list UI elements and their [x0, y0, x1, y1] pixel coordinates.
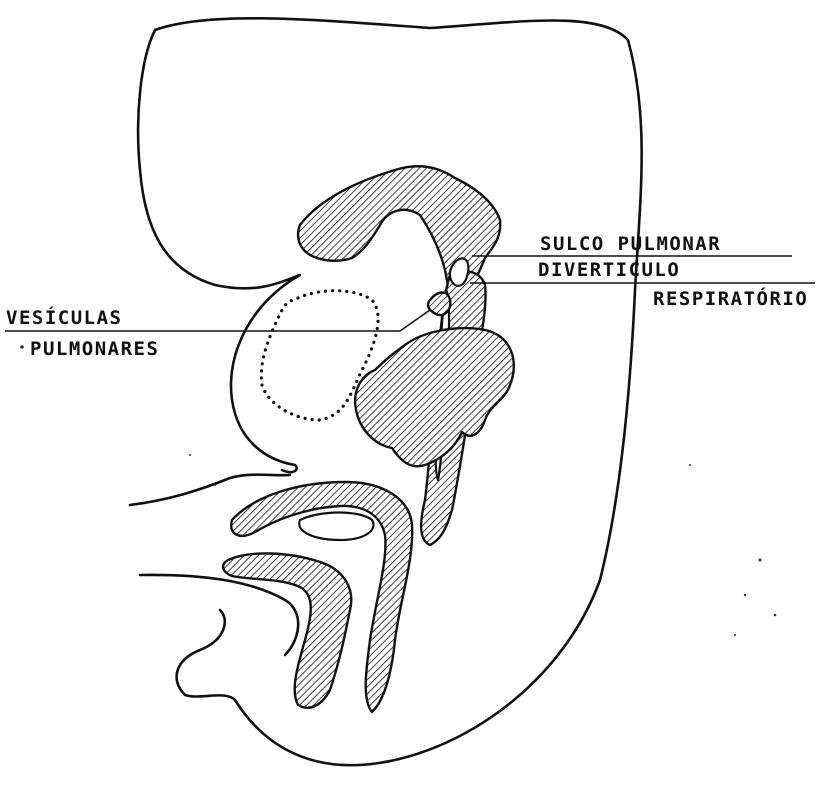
label-pulmonares: PULMONARES — [30, 338, 159, 360]
hindgut — [223, 553, 351, 707]
lung-bud — [428, 293, 450, 316]
label-diverticulo: DIVERTICULO — [538, 259, 680, 281]
head-contour — [138, 30, 300, 472]
label-vesiculas: VESÍCULAS — [6, 306, 122, 329]
label-sulco-pulmonar: SULCO PULMONAR — [540, 233, 721, 255]
intestinal-lumen — [299, 513, 373, 541]
cardiac-mass — [355, 328, 514, 466]
label-respiratorio: RESPIRATÓRIO — [653, 286, 808, 310]
ventral-contour-lower — [140, 575, 298, 655]
